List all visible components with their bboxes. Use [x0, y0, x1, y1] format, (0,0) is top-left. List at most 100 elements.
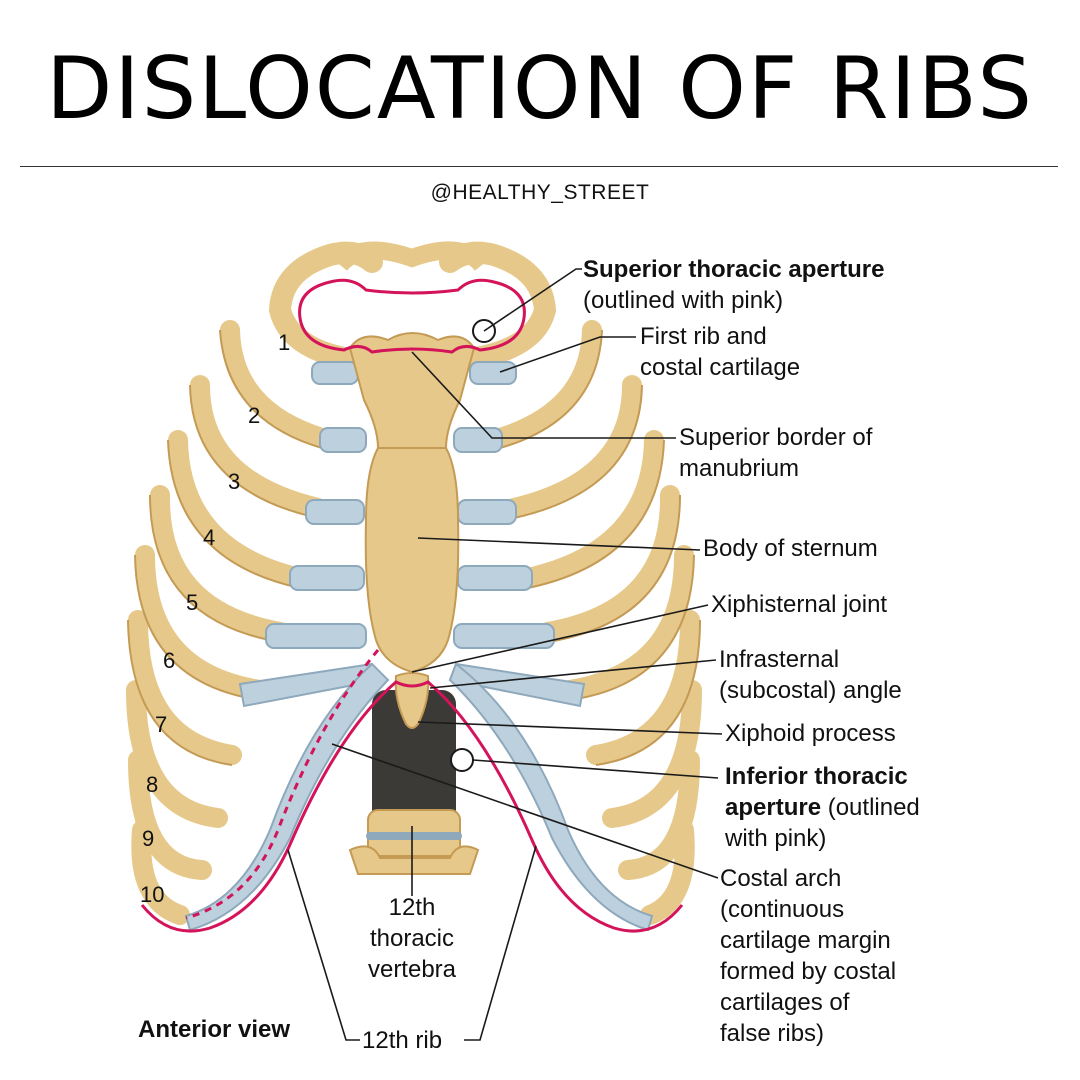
label-first-rib-line1: First rib and — [640, 323, 767, 350]
cartilage-left-5 — [265, 623, 367, 649]
label-12th-rib: 12th rib — [362, 1027, 443, 1054]
label-superior-aperture-note: (outlined with pink) — [583, 287, 784, 314]
label-infrasternal: Infrasternal (subcostal) angle — [719, 644, 902, 706]
rib-right-10 — [640, 820, 695, 925]
rib-number-5: 5 — [186, 590, 199, 615]
rib-number-1: 1 — [278, 330, 291, 355]
costal-arch-left — [184, 662, 390, 932]
rib-right-4 — [518, 430, 664, 588]
rib-left-7 — [128, 610, 242, 765]
label-anterior-view-text: Anterior view — [138, 1016, 291, 1043]
label-vertebra-line2: thoracic — [369, 925, 455, 952]
cartilage-left-2 — [319, 427, 367, 453]
inferior-aperture-outline — [140, 680, 684, 933]
costal-arch-right — [448, 662, 654, 932]
rib-number-9: 9 — [142, 826, 155, 851]
label-inferior-aperture-note1: (outlined — [827, 794, 920, 821]
vertebra-transverse-process — [348, 845, 480, 875]
author-handle: @HEALTHY_STREET — [430, 181, 650, 204]
xiphoid-process — [394, 672, 430, 729]
left-ribs — [126, 320, 332, 925]
leader-superior-border — [411, 351, 676, 439]
label-xiphisternal: Xiphisternal joint — [711, 591, 888, 618]
rib-number-4: 4 — [203, 525, 216, 550]
label-first-rib: First rib and costal cartilage — [640, 321, 800, 383]
rib-number-8: 8 — [146, 772, 159, 797]
rib-right-3 — [504, 375, 642, 518]
left-rib-shading — [127, 329, 323, 766]
rib-left-3 — [190, 375, 328, 518]
rib-number-6: 6 — [163, 648, 176, 673]
rib-left-10 — [131, 820, 190, 925]
pink-outlines — [140, 278, 684, 933]
label-vertebra: 12th thoracic vertebra — [352, 892, 472, 985]
leader-xiphoid — [417, 721, 723, 735]
rib-right-6 — [560, 545, 694, 700]
leader-superior-aperture — [483, 268, 582, 332]
label-xiphoid: Xiphoid process — [725, 720, 896, 747]
rib-left-2 — [220, 320, 332, 448]
manubrium — [348, 332, 476, 449]
title-divider — [20, 166, 1058, 167]
rib-number-7: 7 — [155, 712, 168, 737]
rib-left-8 — [126, 680, 228, 828]
label-superior-border-line2: manubrium — [679, 455, 800, 482]
intervertebral-disc — [366, 832, 462, 840]
cartilage-right-2 — [453, 427, 503, 453]
cartilage-right-4 — [457, 565, 533, 591]
leader-infrasternal — [429, 659, 717, 689]
label-costal-arch-line5: cartilages of — [720, 989, 850, 1016]
rib-right-2 — [490, 320, 602, 448]
leader-costal-arch — [331, 743, 719, 879]
label-costal-arch-line3: cartilage margin — [720, 927, 891, 954]
label-inferior-aperture: Inferior thoracic aperture (outlined wit… — [725, 761, 920, 854]
right-ribs — [490, 320, 702, 925]
label-costal-arch: Costal arch (continuous cartilage margin… — [720, 863, 896, 1049]
label-first-rib-line2: costal cartilage — [640, 354, 801, 381]
rib-left-4 — [168, 430, 310, 588]
inferior-aperture-marker — [450, 748, 474, 772]
label-costal-arch-line6: false ribs) — [720, 1020, 825, 1047]
body-of-sternum — [364, 447, 460, 674]
label-vertebra-line3: vertebra — [367, 956, 457, 983]
costal-cartilages — [184, 361, 654, 932]
label-inferior-aperture-title1: Inferior thoracic — [725, 763, 908, 790]
rib-left-9 — [128, 750, 212, 880]
leader-12th-rib-left — [287, 849, 360, 1041]
label-infrasternal-line2: (subcostal) angle — [719, 677, 902, 704]
label-superior-border: Superior border of manubrium — [679, 422, 872, 484]
cartilage-right-1 — [469, 361, 517, 385]
leader-first-rib — [499, 336, 636, 373]
label-anterior-view: Anterior view — [138, 1014, 290, 1045]
page-title: DISLOCATION OF RIBS — [46, 39, 1034, 139]
cartilage-left-1 — [311, 361, 359, 385]
label-costal-arch-line1: Costal arch — [720, 865, 842, 892]
leader-inferior-aperture — [472, 759, 719, 779]
label-vertebra-line1: 12th — [388, 894, 436, 921]
rib-number-10: 10 — [140, 882, 165, 907]
leader-xiphisternal — [411, 604, 709, 673]
costal-arch-dashed — [185, 649, 380, 920]
label-costal-arch-line2: (continuous — [720, 896, 845, 923]
first-ribs — [268, 241, 557, 371]
sternum — [348, 332, 476, 729]
rib-left-6 — [135, 545, 270, 700]
rib-number-3: 3 — [228, 469, 241, 494]
label-costal-arch-line4: formed by costal — [720, 958, 897, 985]
vertebral-column — [348, 690, 480, 875]
cartilage-right-3 — [457, 499, 517, 525]
label-superior-aperture-title: Superior thoracic aperture — [583, 256, 885, 283]
label-superior-aperture: Superior thoracic aperture (outlined wit… — [583, 254, 884, 316]
right-rib-shading — [499, 329, 701, 766]
label-superior-border-line1: Superior border of — [679, 424, 873, 451]
thoracic-spine — [372, 690, 456, 840]
leader-12th-rib-right — [464, 845, 537, 1041]
rib-right-7 — [586, 610, 700, 765]
clavicular-notch — [332, 241, 490, 272]
label-inferior-aperture-note2: with pink) — [725, 825, 827, 852]
leader-body-sternum — [417, 537, 701, 551]
rib-right-5 — [538, 485, 681, 642]
rib-right-8 — [602, 680, 702, 828]
rib-number-2: 2 — [248, 403, 261, 428]
